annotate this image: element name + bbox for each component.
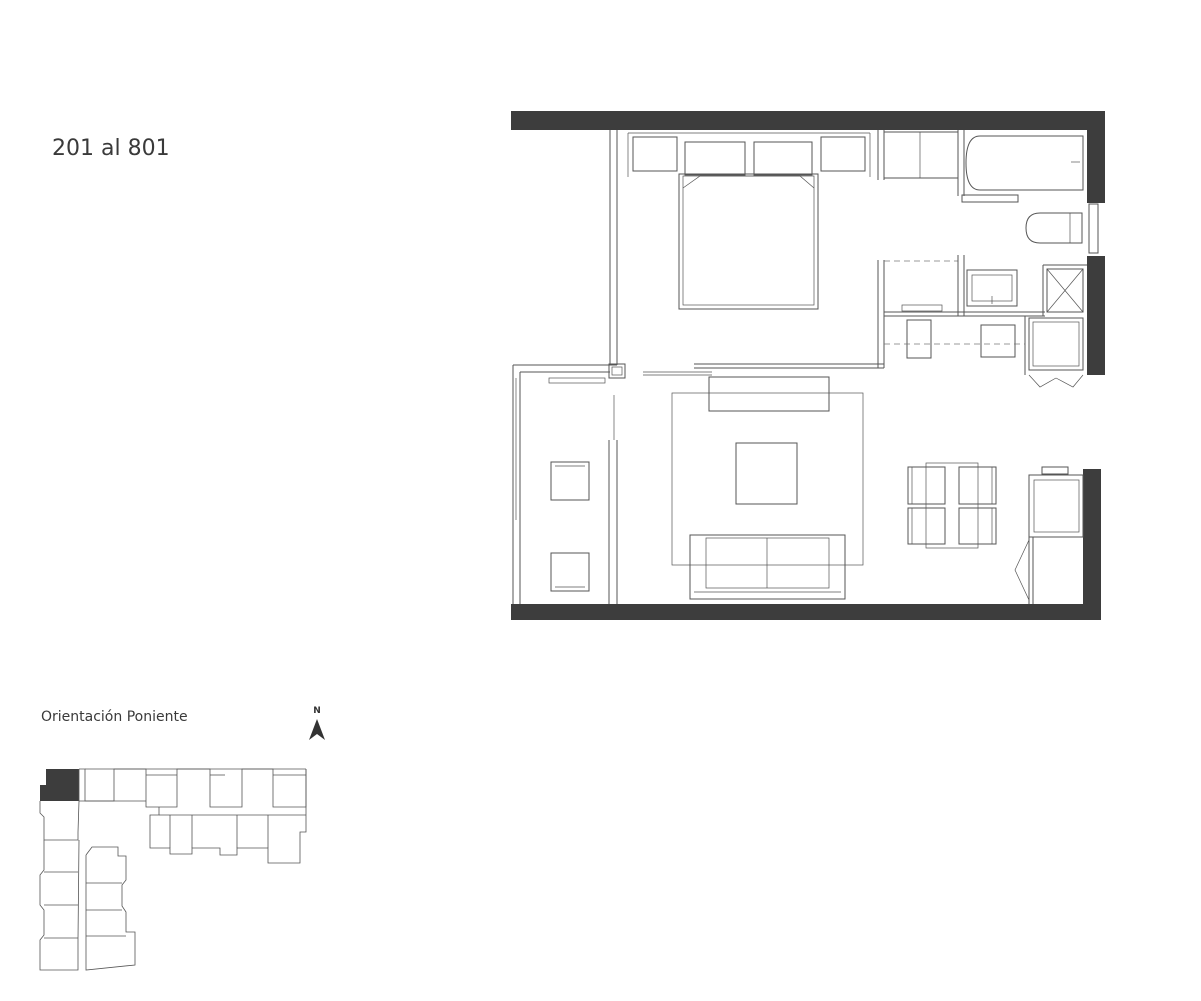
terrace-chair — [550, 461, 590, 501]
rug — [671, 392, 864, 566]
north-letter: N — [313, 706, 321, 716]
key-plan-highlighted-unit — [46, 769, 79, 801]
tv-console — [708, 376, 830, 412]
bedroom-furniture — [627, 132, 871, 310]
refrigerator — [1028, 317, 1084, 371]
laundry-closet — [1014, 466, 1084, 604]
toilet — [1025, 212, 1083, 244]
coffee-table — [735, 442, 798, 505]
bathtub — [965, 135, 1084, 191]
bathroom — [901, 135, 1099, 312]
closet — [883, 131, 959, 179]
double-bed — [678, 173, 819, 310]
dining-set — [907, 462, 997, 549]
living-room — [671, 376, 864, 600]
key-plan — [39, 768, 307, 971]
north-arrow-icon: N — [309, 706, 325, 740]
terrace-chair — [550, 552, 590, 592]
kitchen — [884, 317, 1084, 388]
bathroom-sink — [966, 269, 1018, 307]
exterior-walls — [511, 111, 1105, 620]
orientation-label: Orientación Poniente — [41, 709, 188, 725]
unit-title: 201 al 801 — [52, 136, 170, 161]
interior-walls — [512, 130, 1087, 604]
sofa — [689, 534, 846, 600]
terrace — [515, 378, 590, 592]
